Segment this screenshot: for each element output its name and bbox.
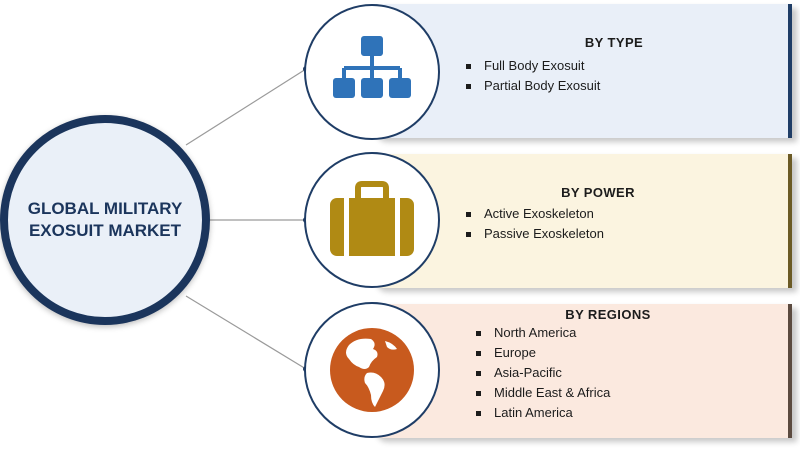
- market-hub-circle: GLOBAL MILITARY EXOSUIT MARKET: [0, 115, 210, 325]
- list-item: Europe: [476, 343, 610, 363]
- list-item: Asia-Pacific: [476, 363, 610, 383]
- segment-panel-power: BY POWER Active Exoskeleton Passive Exos…: [372, 154, 792, 288]
- segment-list-power: Active Exoskeleton Passive Exoskeleton: [466, 204, 604, 244]
- segment-heading-power: BY POWER: [561, 185, 635, 200]
- list-item: Middle East & Africa: [476, 383, 610, 403]
- list-item: Latin America: [476, 403, 610, 423]
- list-item: Full Body Exosuit: [466, 56, 600, 76]
- globe-icon: [330, 328, 414, 412]
- segment-list-regions: North America Europe Asia-Pacific Middle…: [476, 323, 610, 423]
- type-icon-circle: [304, 4, 440, 140]
- segment-panel-regions: BY REGIONS North America Europe Asia-Pac…: [372, 304, 792, 438]
- hierarchy-icon: [333, 36, 411, 98]
- regions-icon-circle: [304, 302, 440, 438]
- power-icon-circle: [304, 152, 440, 288]
- briefcase-icon: [330, 181, 414, 256]
- list-item: North America: [476, 323, 610, 343]
- list-item: Partial Body Exosuit: [466, 76, 600, 96]
- segment-heading-type: BY TYPE: [584, 35, 644, 50]
- segment-heading-regions: BY REGIONS: [565, 307, 651, 322]
- segment-list-type: Full Body Exosuit Partial Body Exosuit: [466, 56, 600, 96]
- list-item: Active Exoskeleton: [466, 204, 604, 224]
- market-title: GLOBAL MILITARY EXOSUIT MARKET: [27, 199, 183, 240]
- segment-panel-type: BY TYPE Full Body Exosuit Partial Body E…: [372, 4, 792, 138]
- list-item: Passive Exoskeleton: [466, 224, 604, 244]
